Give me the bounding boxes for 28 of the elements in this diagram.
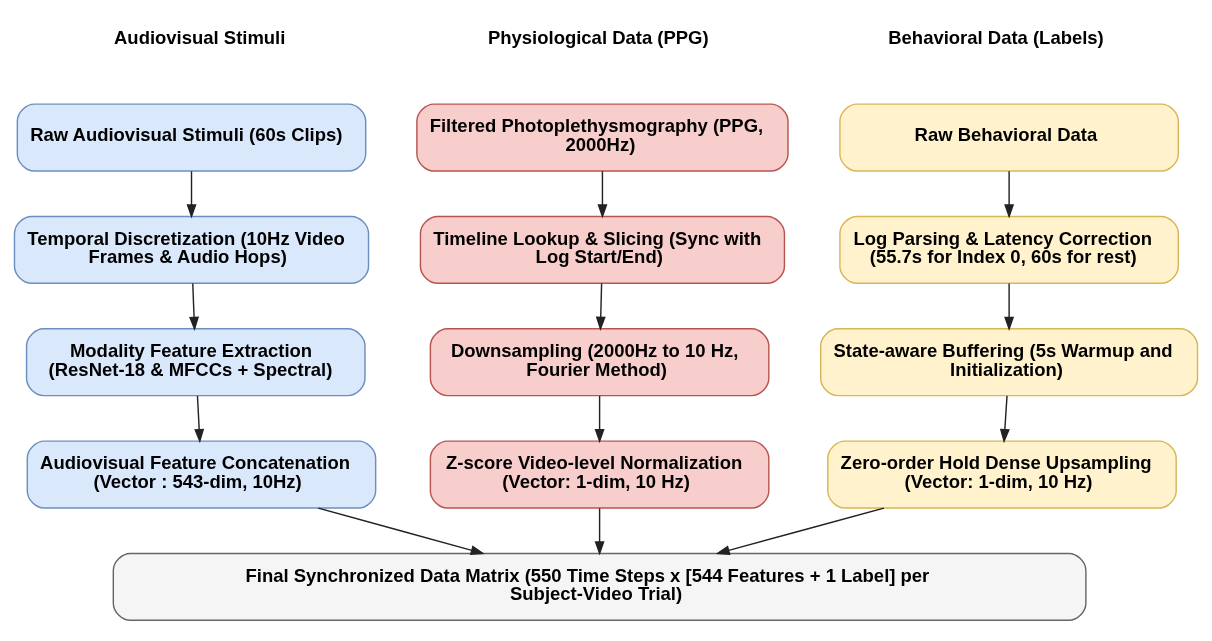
node-box: Raw Audiovisual Stimuli (60s Clips): [16, 102, 367, 172]
node-box: Temporal Discretization (10Hz Video Frames & Audio Hops): [13, 215, 370, 284]
arrow: [194, 394, 205, 443]
node-box: Filtered Photoplethysmography (PPG, 2000Hz): [416, 102, 789, 172]
arrow: [1004, 170, 1015, 219]
node-box: State-aware Buffering (5s Warmup and Initialization): [820, 327, 1199, 396]
arrow: [186, 170, 197, 219]
node-box: Raw Behavioral Data: [839, 102, 1180, 172]
arrow: [594, 507, 605, 556]
node-box: Timeline Lookup & Slicing (Sync with Log Start/End): [419, 215, 786, 284]
node-box: Downsampling (2000Hz to 10 Hz, Fourier Method): [429, 327, 770, 396]
arrow: [595, 282, 606, 331]
label: Audiovisual Stimuli: [114, 26, 286, 48]
arrow: [594, 394, 605, 443]
node-box: Audiovisual Feature Concatenation (Vector : 543-dim, 10Hz): [26, 439, 377, 509]
arrow: [317, 506, 485, 555]
label: Behavioral Data (Labels): [888, 26, 1104, 48]
node-box: Final Synchronized Data Matrix (550 Time Steps x [544 Features + 1 Label] per Subject-Video Trial): [112, 552, 1087, 621]
arrow: [999, 394, 1010, 443]
arrow: [1004, 282, 1015, 331]
label: Physiological Data (PPG): [487, 26, 709, 48]
node-box: Modality Feature Extraction (ResNet-18 & MFCCs + Spectral): [25, 327, 366, 396]
arrow: [597, 170, 608, 219]
node-box: Log Parsing & Latency Correction (55.7s for Index 0, 60s for rest): [839, 215, 1180, 284]
node-box: Z-score Video-level Normalization (Vector: 1-dim, 10 Hz): [429, 439, 770, 509]
arrow: [715, 506, 885, 555]
node-box: Zero-order Hold Dense Upsampling (Vector: 1-dim, 10 Hz): [827, 439, 1177, 509]
arrow: [189, 282, 200, 331]
